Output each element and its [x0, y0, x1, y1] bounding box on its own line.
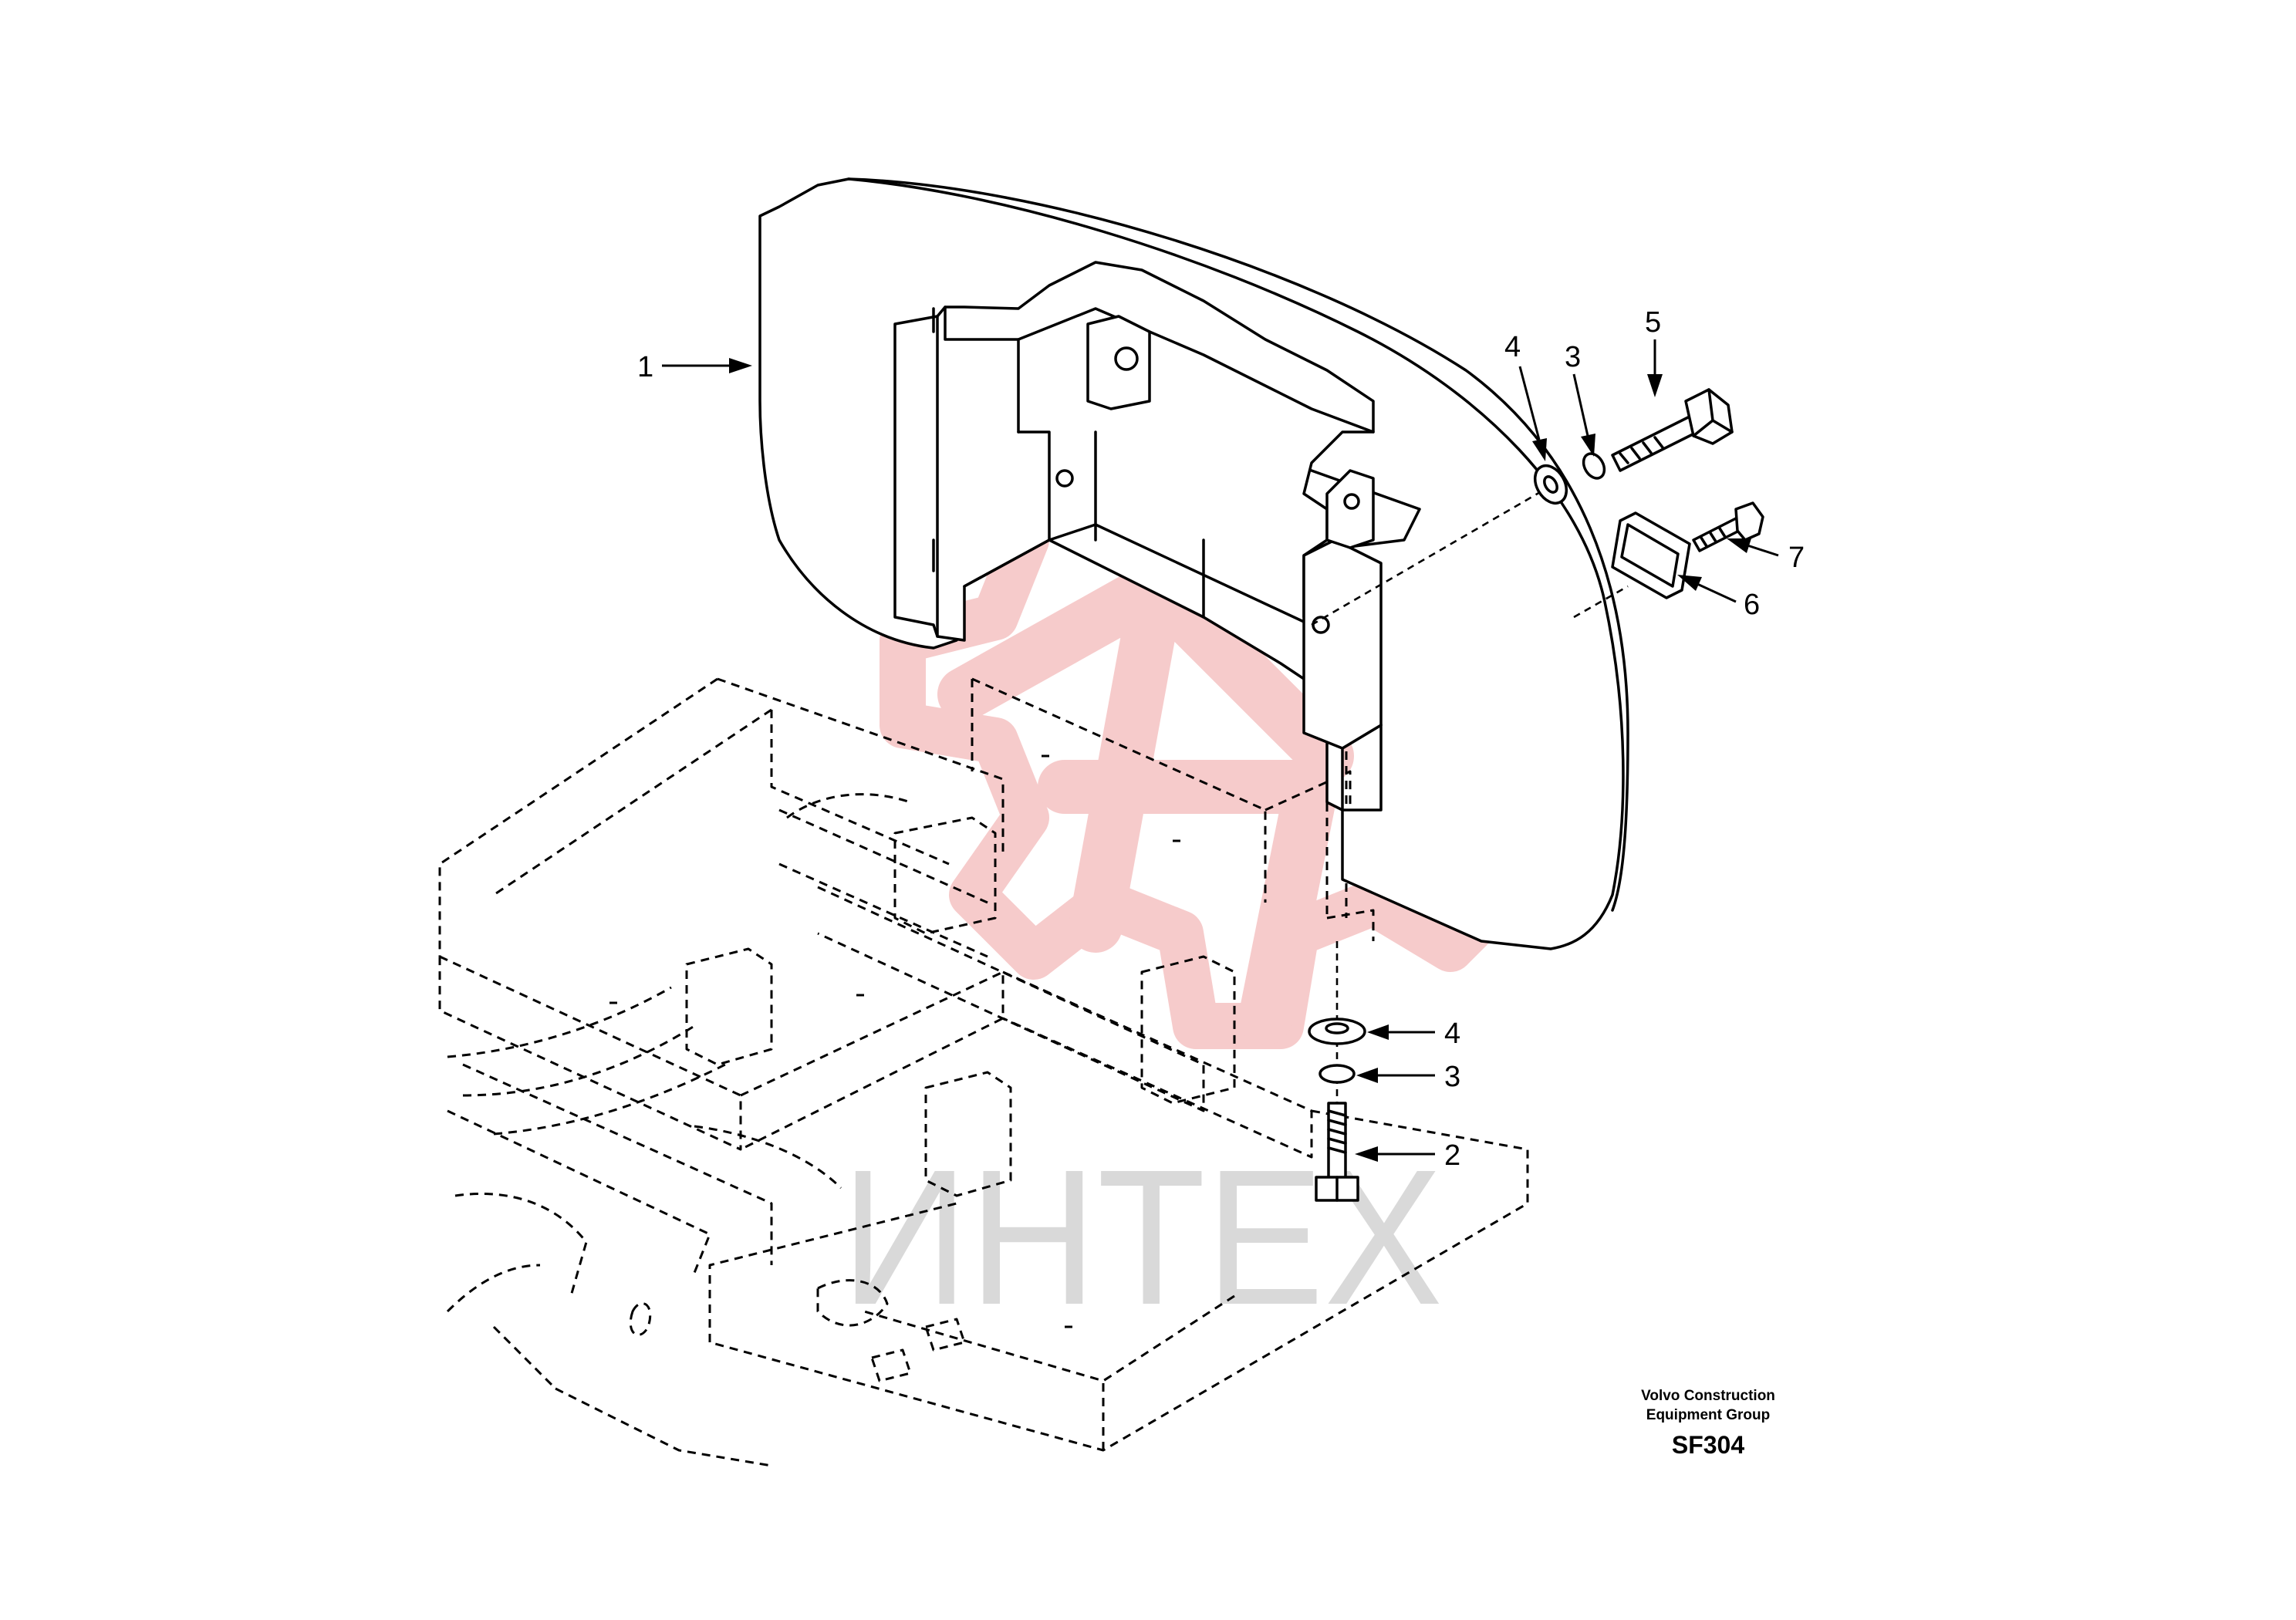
- callout-1: 1: [637, 351, 653, 383]
- lock-washer-upper: [1582, 452, 1606, 480]
- upper-frame-phantom: [438, 677, 1529, 1467]
- screw-small: [1692, 501, 1764, 552]
- counterweight: [758, 177, 1629, 950]
- lower-fasteners: [1308, 941, 1366, 1202]
- callout-7: 7: [1788, 542, 1805, 574]
- caption-company-line2: Equipment Group: [1646, 1407, 1770, 1423]
- counterweight-outer: [758, 177, 1625, 950]
- lock-washer-lower: [1319, 1064, 1356, 1084]
- bolt-lower: [1315, 1102, 1359, 1202]
- callout-3-upper: 3: [1565, 341, 1581, 373]
- callout-6: 6: [1744, 589, 1760, 621]
- callout-4-lower: 4: [1444, 1018, 1460, 1050]
- cover-plate: [1611, 511, 1691, 599]
- drawing-caption: Volvo Construction Equipment Group SF304: [1641, 1388, 1775, 1459]
- mount-plate: [1302, 538, 1383, 750]
- watermark-text: ИНТЕХ: [841, 1129, 1443, 1345]
- upper-fasteners: [1311, 388, 1734, 626]
- cover-plate-assembly: [1573, 501, 1764, 619]
- callout-2: 2: [1444, 1139, 1460, 1172]
- caption-company-line1: Volvo Construction: [1641, 1388, 1775, 1404]
- callout-3-lower: 3: [1444, 1061, 1460, 1093]
- bolt-upper: [1611, 388, 1734, 472]
- caption-drawing-code: SF304: [1672, 1431, 1744, 1459]
- lug-hole: [1114, 346, 1139, 371]
- callout-5: 5: [1645, 306, 1661, 339]
- callout-4-upper: 4: [1504, 331, 1521, 363]
- callouts: 1 2 3 3 4 4 5 6 7: [637, 306, 1805, 1172]
